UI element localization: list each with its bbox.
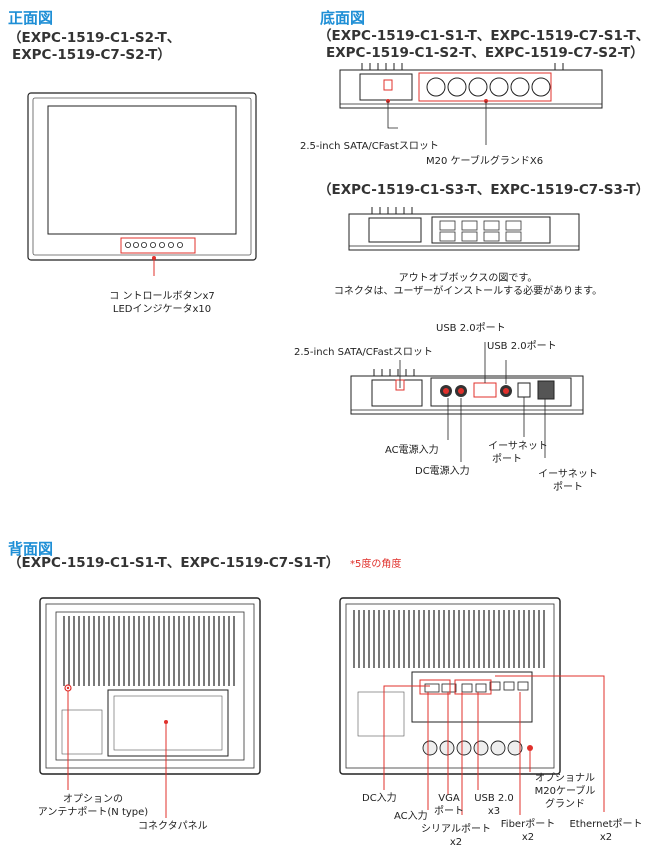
serial-line-2: x2	[449, 837, 463, 848]
antenna-port-label: オプションの アンテナポート(N type)	[28, 793, 158, 819]
angle-note: *5度の角度	[349, 559, 402, 570]
fiber-line-1: Fiberポート	[500, 819, 556, 830]
led-indicator-label: LEDインジケータx10	[112, 304, 212, 315]
bottom-view-s1s2	[339, 63, 603, 145]
cable-gland-rear-label: オプショナル M20ケーブル グランド	[530, 772, 600, 811]
dc-power-label: DC電源入力	[415, 466, 470, 477]
ethernet-port-b-line-2: ポート	[553, 482, 583, 493]
rear-dc-input-label: DC入力	[362, 793, 397, 804]
ethernet-port-b-line-1: イーサネット	[538, 469, 598, 480]
bottom-view-models-s3: （EXPC-1519-C1-S3-T、EXPC-1519-C7-S3-T）	[318, 182, 650, 198]
bottom-view-s3	[348, 207, 580, 251]
vga-line-2: ポート	[434, 806, 464, 817]
gland-line-3: グランド	[545, 799, 585, 810]
out-of-box-note: アウトオブボックスの図です。 コネクタは、ユーザーがインストールする必要がありま…	[318, 272, 618, 298]
fiber-line-2: x2	[521, 832, 535, 843]
s3-sata-slot-label: 2.5-inch SATA/CFastスロット	[294, 347, 433, 358]
gland-line-1: オプショナル	[535, 773, 595, 784]
connector-panel-label: コネクタパネル	[138, 821, 208, 832]
front-model-line-2: EXPC-1519-C7-S2-T）	[12, 47, 171, 63]
ac-power-label: AC電源入力	[385, 445, 439, 456]
serial-port-label: シリアルポート x2	[416, 823, 496, 849]
usb-rear-line-2: x3	[487, 806, 501, 817]
rear-view-right	[339, 597, 605, 815]
fiber-port-label: Fiberポート x2	[496, 818, 560, 844]
ethernet-port-label-a: イーサネット ポート	[478, 440, 558, 466]
ethernet-port-label-b: イーサネット ポート	[528, 468, 608, 494]
antenna-line-1: オプションの	[63, 794, 123, 805]
ethernet-port-a-line-2: ポート	[492, 454, 522, 465]
out-of-box-note-line-2: コネクタは、ユーザーがインストールする必要があります。	[333, 286, 603, 297]
ethernet-rear-line-2: x2	[599, 832, 613, 843]
front-model-line-1: （EXPC-1519-C1-S2-T、	[8, 30, 181, 46]
sata-slot-label: 2.5-inch SATA/CFastスロット	[300, 141, 439, 152]
rear-view-heading: 背面図	[8, 540, 54, 558]
rear-view-left	[39, 597, 261, 818]
usb-rear-label: USB 2.0 x3	[468, 792, 520, 818]
front-monitor	[27, 92, 257, 276]
antenna-line-2: アンテナポート(N type)	[37, 807, 149, 818]
vga-port-label: VGA ポート	[426, 792, 472, 818]
serial-line-1: シリアルポート	[421, 824, 491, 835]
ethernet-rear-line-1: Ethernetポート	[569, 819, 643, 830]
bottom-view-s3-connectors	[350, 342, 584, 462]
gland-line-2: M20ケーブル	[534, 786, 596, 797]
bottom-model-line-1: （EXPC-1519-C1-S1-T、EXPC-1519-C7-S1-T、	[318, 28, 650, 44]
front-view-models: （EXPC-1519-C1-S2-T、 EXPC-1519-C7-S2-T）	[8, 30, 180, 64]
bottom-model-line-2: EXPC-1519-C1-S2-T、EXPC-1519-C7-S2-T）	[326, 45, 644, 61]
usb-port-label-b: USB 2.0ポート	[487, 341, 557, 352]
control-buttons-label: コ ントロールボタンx7	[109, 291, 215, 302]
front-labels: コ ントロールボタンx7 LEDインジケータx10	[92, 290, 232, 316]
bottom-view-heading: 底面図	[320, 9, 366, 27]
usb-port-label-a: USB 2.0ポート	[436, 323, 506, 334]
ethernet-rear-label: Ethernetポート x2	[566, 818, 646, 844]
cable-gland-label: M20 ケーブルグランドX6	[426, 156, 544, 167]
rear-ac-input-label: AC入力	[394, 811, 428, 822]
usb-rear-line-1: USB 2.0	[474, 793, 514, 804]
out-of-box-note-line-1: アウトオブボックスの図です。	[398, 273, 538, 284]
rear-model-line: （EXPC-1519-C1-S1-T、EXPC-1519-C7-S1-T）	[8, 555, 340, 571]
bottom-view-models-s1s2: （EXPC-1519-C1-S1-T、EXPC-1519-C7-S1-T、 EX…	[318, 28, 649, 62]
ethernet-port-a-line-1: イーサネット	[488, 441, 548, 452]
vga-line-1: VGA	[438, 793, 460, 804]
front-view-heading: 正面図	[8, 9, 54, 27]
rear-view-models: （EXPC-1519-C1-S1-T、EXPC-1519-C7-S1-T） *5…	[8, 555, 401, 573]
